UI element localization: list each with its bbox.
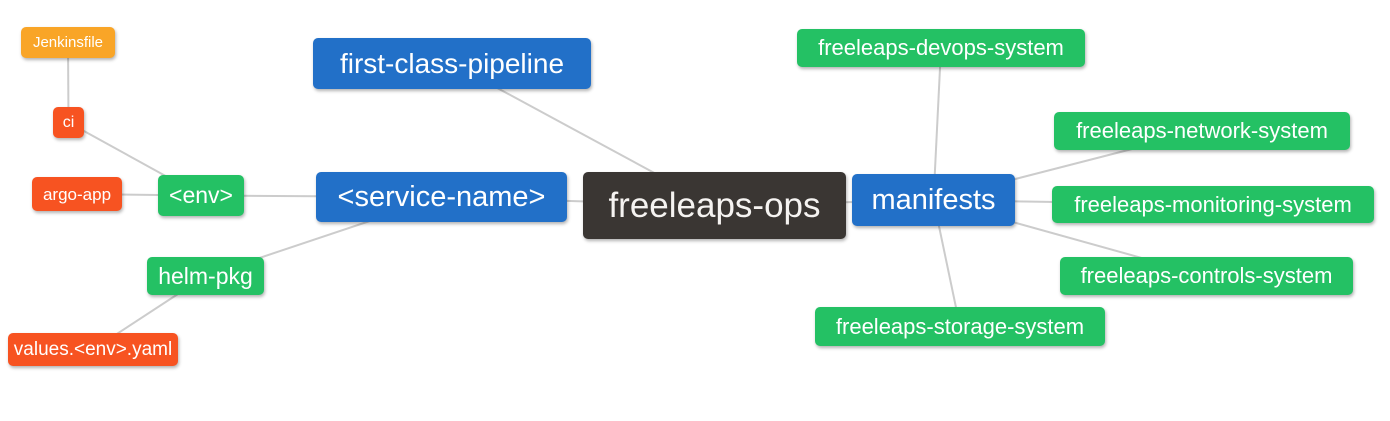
node-ci[interactable]: ci [53, 107, 84, 138]
node-env[interactable]: <env> [158, 175, 244, 216]
node-freeleaps-network-system[interactable]: freeleaps-network-system [1054, 112, 1350, 150]
node-manifests[interactable]: manifests [852, 174, 1015, 226]
node-jenkinsfile[interactable]: Jenkinsfile [21, 27, 115, 58]
node-freeleaps-ops[interactable]: freeleaps-ops [583, 172, 846, 239]
node-freeleaps-devops-system[interactable]: freeleaps-devops-system [797, 29, 1085, 67]
node-argo-app[interactable]: argo-app [32, 177, 122, 211]
node-first-class-pipeline[interactable]: first-class-pipeline [313, 38, 591, 89]
node-freeleaps-storage-system[interactable]: freeleaps-storage-system [815, 307, 1105, 346]
node-values-env-yaml[interactable]: values.<env>.yaml [8, 333, 178, 366]
node-freeleaps-monitoring-system[interactable]: freeleaps-monitoring-system [1052, 186, 1374, 223]
node-freeleaps-controls-system[interactable]: freeleaps-controls-system [1060, 257, 1353, 295]
node-service-name[interactable]: <service-name> [316, 172, 567, 222]
node-helm-pkg[interactable]: helm-pkg [147, 257, 264, 295]
